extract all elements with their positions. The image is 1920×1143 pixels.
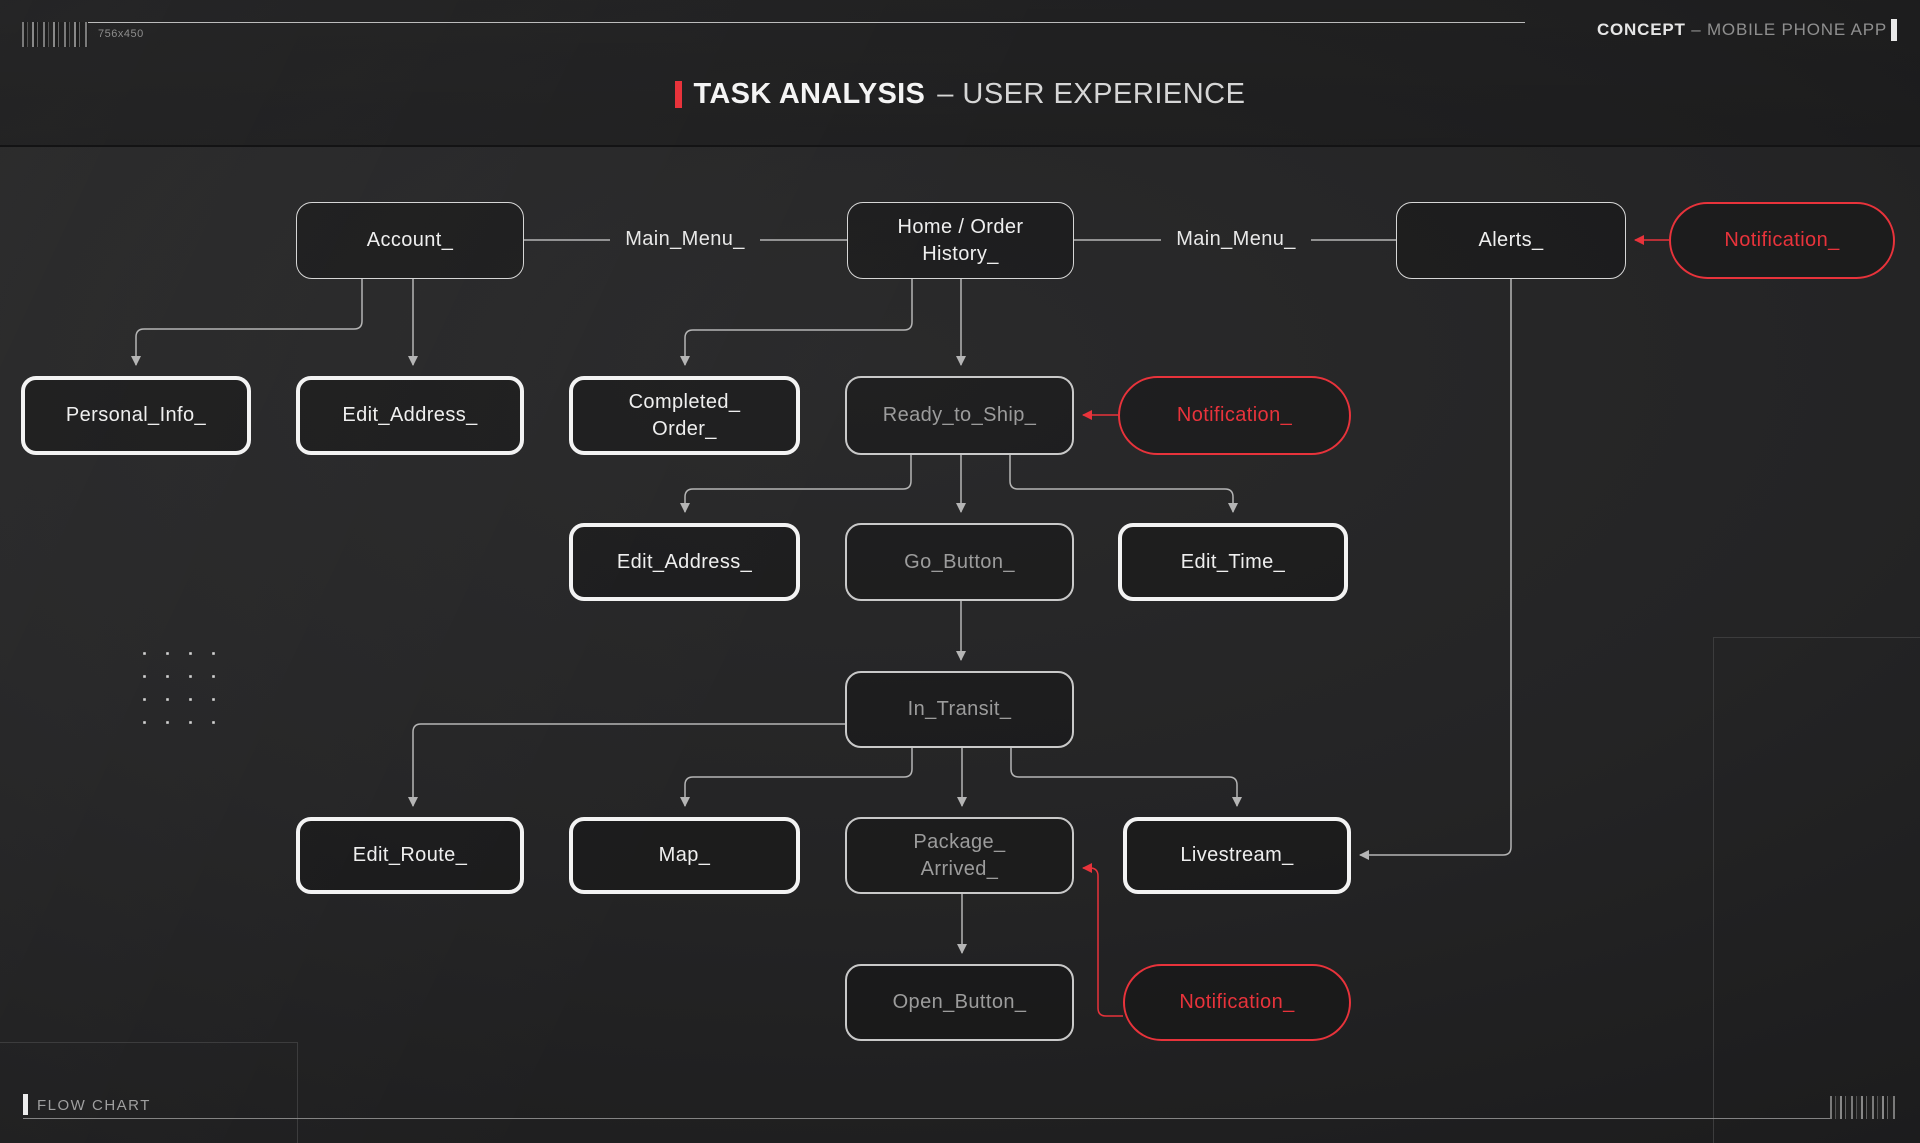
barcode-top-left	[22, 22, 88, 47]
header-band	[0, 0, 1920, 147]
footer-label: FLOW CHART	[37, 1097, 151, 1114]
node-personal-info: Personal_Info_	[21, 376, 251, 455]
concept-suffix: – MOBILE PHONE APP	[1685, 20, 1887, 39]
concept-end-bar	[1891, 19, 1897, 41]
edge-home-completed-order	[680, 279, 913, 366]
concept-emphasis: CONCEPT	[1596, 20, 1686, 39]
node-open-button: Open_Button_	[845, 964, 1074, 1041]
size-label: 756x450	[98, 28, 144, 40]
edge-ready-edit-time	[1009, 455, 1238, 513]
title-emphasis: TASK ANALYSIS	[693, 78, 926, 110]
page-title: TASK ANALYSIS – USER EXPERIENCE	[0, 78, 1920, 111]
decor-rect-bottom-left-top	[0, 1042, 297, 1043]
title-suffix: – USER EXPERIENCE	[937, 78, 1246, 110]
node-home-order-history: Home / Order History_	[847, 202, 1074, 279]
barcode-bottom-right	[1830, 1096, 1897, 1119]
label-main-menu-left: Main_Menu_	[625, 228, 745, 250]
edge-notification-package	[1082, 863, 1123, 1017]
node-map: Map_	[569, 817, 800, 894]
node-edit-route: Edit_Route_	[296, 817, 524, 894]
node-ready-to-ship: Ready_to_Ship_	[845, 376, 1074, 455]
node-edit-address-account: Edit_Address_	[296, 376, 524, 455]
node-go-button: Go_Button_	[845, 523, 1074, 601]
node-livestream: Livestream_	[1123, 817, 1351, 894]
concept-tag: CONCEPT – MOBILE PHONE APP	[1597, 19, 1897, 41]
edge-transit-edit-route	[408, 723, 845, 807]
footer-rule	[23, 1118, 1830, 1119]
node-notification-ready: Notification_	[1118, 376, 1351, 455]
title-accent-bar	[674, 81, 682, 108]
node-edit-address-ship: Edit_Address_	[569, 523, 800, 601]
node-alerts: Alerts_	[1396, 202, 1626, 279]
node-notification-package: Notification_	[1123, 964, 1351, 1041]
node-account: Account_	[296, 202, 524, 279]
node-completed-order: Completed_ Order_	[569, 376, 800, 455]
node-package-arrived: Package_ Arrived_	[845, 817, 1074, 894]
edge-alerts-livestream	[1359, 279, 1512, 860]
decor-rect-right-side	[1713, 637, 1714, 1143]
edge-account-personal-info	[131, 279, 363, 366]
footer-accent-bar	[23, 1094, 28, 1115]
decor-rect-bottom-left-side	[297, 1042, 298, 1143]
edge-ready-edit-address	[680, 455, 912, 513]
concept-text: CONCEPT – MOBILE PHONE APP	[1597, 20, 1887, 40]
node-edit-time: Edit_Time_	[1118, 523, 1348, 601]
node-in-transit: In_Transit_	[845, 671, 1074, 748]
dot-grid-decoration	[143, 652, 215, 724]
label-main-menu-right: Main_Menu_	[1176, 228, 1296, 250]
edge-transit-map	[680, 748, 913, 807]
header-rule	[88, 22, 1525, 23]
node-notification-alerts: Notification_	[1669, 202, 1895, 279]
edge-transit-livestream	[1010, 748, 1242, 807]
decor-rect-right-top	[1713, 637, 1920, 638]
